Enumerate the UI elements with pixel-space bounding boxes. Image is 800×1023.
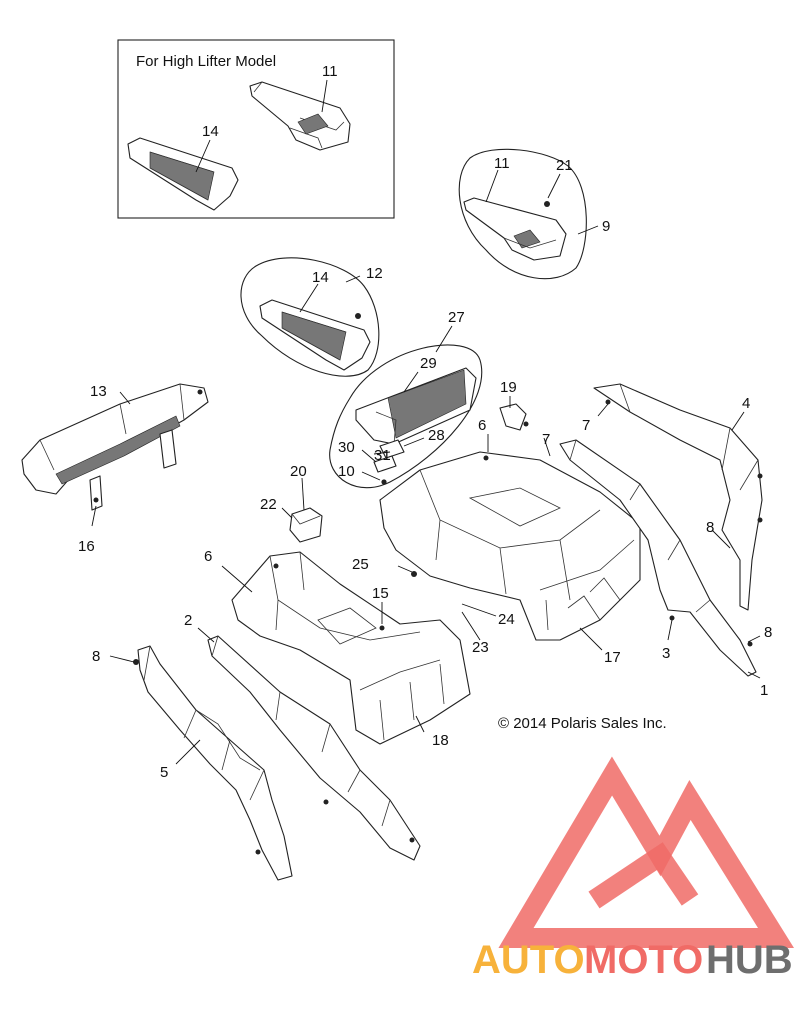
part-5-side-panel: 8 5 — [92, 645, 293, 881]
callout-23: 23 — [472, 639, 489, 656]
watermark-moto: MOTO — [584, 938, 703, 982]
callout-7-right: 7 — [582, 417, 590, 434]
watermark-logo: AUTO MOTO HUB — [472, 756, 795, 982]
watermark-auto: AUTO — [472, 938, 585, 982]
callout-15: 15 — [372, 585, 389, 602]
callout-3: 3 — [662, 645, 670, 662]
part-19-bracket: 19 — [499, 379, 529, 431]
part-17-floor-tub: 6 7 25 24 23 17 — [352, 417, 641, 666]
callout-8-right-lower: 8 — [764, 624, 772, 641]
part-20-22-bracket: 20 22 — [260, 463, 323, 543]
callout-31: 31 — [374, 447, 391, 464]
callout-12: 12 — [366, 265, 383, 282]
callout-22: 22 — [260, 496, 277, 513]
inset-part-11 — [249, 81, 351, 151]
part-13-grille: 13 16 — [21, 383, 209, 555]
callout-2: 2 — [184, 612, 192, 629]
callout-29: 29 — [420, 355, 437, 372]
inset-part-14 — [127, 137, 239, 211]
callout-25: 25 — [352, 556, 369, 573]
callout-8-right-upper: 8 — [706, 519, 714, 536]
callout-21: 21 — [556, 157, 573, 174]
callout-13: 13 — [90, 383, 107, 400]
callout-24: 24 — [498, 611, 515, 628]
callout-11: 11 — [494, 155, 510, 172]
callout-9: 9 — [602, 218, 610, 235]
part-2-rocker-left: 2 — [184, 612, 421, 861]
inset-title: For High Lifter Model — [136, 53, 276, 70]
callout-19: 19 — [500, 379, 517, 396]
group-12-part-14: 14 12 — [240, 257, 383, 377]
inset-box: For High Lifter Model 11 14 — [117, 39, 395, 219]
callout-6-upper: 6 — [478, 417, 486, 434]
callout-1: 1 — [760, 682, 768, 699]
callout-6-lower: 6 — [204, 548, 212, 565]
callout-14: 14 — [312, 269, 329, 286]
part-4-side-panel: 7 4 — [582, 383, 763, 611]
group-9-part-11: 11 21 9 — [458, 148, 610, 280]
callout-10: 10 — [338, 463, 355, 480]
callout-inset-11: 11 — [322, 63, 338, 80]
callout-5: 5 — [160, 764, 168, 781]
watermark-hub: HUB — [706, 938, 793, 982]
part-18-floor-tub: 6 15 18 — [204, 548, 471, 749]
part-1-rocker-right: 8 3 8 1 — [559, 439, 772, 699]
callout-8-left: 8 — [92, 648, 100, 665]
callout-17: 17 — [604, 649, 621, 666]
callout-27: 27 — [448, 309, 465, 326]
callout-18: 18 — [432, 732, 449, 749]
copyright-text: © 2014 Polaris Sales Inc. — [498, 715, 667, 732]
callout-7-upper: 7 — [542, 431, 550, 448]
callout-4: 4 — [742, 395, 750, 412]
callout-20: 20 — [290, 463, 307, 480]
callout-30: 30 — [338, 439, 355, 456]
callout-inset-14: 14 — [202, 123, 219, 140]
group-27: 27 29 28 30 31 10 — [329, 309, 483, 489]
callout-28: 28 — [428, 427, 445, 444]
callout-16: 16 — [78, 538, 95, 555]
